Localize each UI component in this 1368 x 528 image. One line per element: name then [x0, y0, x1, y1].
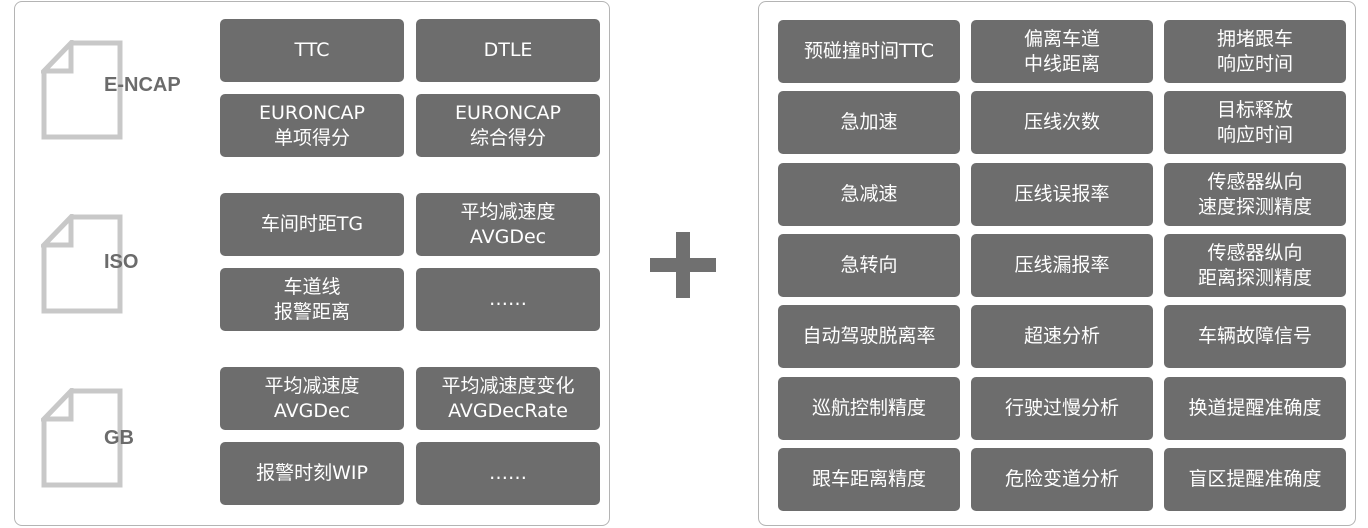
document-icon [41, 214, 123, 314]
custom-metric-box: 预碰撞时间TTC [778, 20, 960, 83]
metric-text-line: 响应时间 [1216, 52, 1293, 75]
metric-text-line: 车辆故障信号 [1197, 325, 1312, 347]
metric-text-line: 传感器纵向 [1207, 170, 1303, 193]
metric-text-line: AVGDecRate [448, 399, 568, 422]
metric-text-line: 盲区提醒准确度 [1188, 468, 1322, 490]
metric-text-line: AVGDec [469, 225, 547, 248]
custom-metric-box: 危险变道分析 [971, 448, 1153, 511]
metric-text-line: 压线误报率 [1014, 183, 1110, 205]
metric-text-line: EURONCAP [454, 101, 561, 124]
metric-text-line: 急转向 [840, 254, 898, 276]
custom-metric-box: 压线误报率 [971, 163, 1153, 226]
custom-metric-box: 传感器纵向速度探测精度 [1164, 163, 1346, 226]
standard-label: ISO [104, 251, 139, 273]
metric-text-line: 报警时刻WIP [256, 462, 368, 484]
custom-metric-box: 换道提醒准确度 [1164, 377, 1346, 440]
document-icon [41, 388, 123, 488]
custom-metric-box: 急加速 [778, 91, 960, 154]
standard-metric-box: …… [416, 442, 600, 505]
metric-text-line: EURONCAP [258, 101, 365, 124]
standard-metric-box: TTC [220, 19, 404, 82]
metric-text-line: 目标释放 [1216, 98, 1293, 121]
metric-text-line: 响应时间 [1216, 123, 1293, 146]
metric-text-line: 车间时距TG [260, 213, 364, 235]
custom-metric-box: 超速分析 [971, 305, 1153, 368]
metric-text-line: TTC [294, 39, 330, 61]
custom-metric-box: 盲区提醒准确度 [1164, 448, 1346, 511]
metric-text-line: 速度探测精度 [1197, 195, 1312, 218]
metric-text-line: …… [489, 462, 527, 484]
custom-metric-box: 急转向 [778, 234, 960, 297]
standard-label: GB [104, 427, 134, 449]
standard-metric-box: 车间时距TG [220, 193, 404, 256]
metric-text-line: 自动驾驶脱离率 [802, 325, 936, 347]
metric-text-line: 拥堵跟车 [1216, 27, 1293, 50]
custom-metric-box: 传感器纵向距离探测精度 [1164, 234, 1346, 297]
custom-metric-box: 急减速 [778, 163, 960, 226]
metric-text-line: 车道线 [283, 275, 341, 298]
metric-text-line: 超速分析 [1023, 325, 1100, 347]
metric-text-line: 行驶过慢分析 [1004, 397, 1119, 419]
custom-metric-box: 巡航控制精度 [778, 377, 960, 440]
custom-metric-box: 压线次数 [971, 91, 1153, 154]
metric-text-line: 预碰撞时间TTC [803, 40, 935, 62]
custom-metric-box: 偏离车道中线距离 [971, 20, 1153, 83]
custom-metric-box: 行驶过慢分析 [971, 377, 1153, 440]
metric-text-line: 传感器纵向 [1207, 241, 1303, 264]
standard-metric-box: 报警时刻WIP [220, 442, 404, 505]
metric-text-line: 平均减速度 [460, 200, 556, 223]
custom-metric-box: 目标释放响应时间 [1164, 91, 1346, 154]
metric-text-line: 综合得分 [469, 126, 546, 149]
custom-metric-box: 拥堵跟车响应时间 [1164, 20, 1346, 83]
metric-text-line: 换道提醒准确度 [1188, 397, 1322, 419]
custom-metric-box: 自动驾驶脱离率 [778, 305, 960, 368]
metric-text-line: 偏离车道 [1023, 27, 1100, 50]
metric-text-line: 距离探测精度 [1197, 266, 1312, 289]
document-icon [41, 40, 123, 140]
standard-metric-box: DTLE [416, 19, 600, 82]
metric-text-line: 压线漏报率 [1014, 254, 1110, 276]
metric-text-line: AVGDec [273, 399, 351, 422]
metric-text-line: 急减速 [840, 183, 898, 205]
metric-text-line: 报警距离 [273, 300, 350, 323]
custom-metric-box: 车辆故障信号 [1164, 305, 1346, 368]
metric-text-line: 巡航控制精度 [811, 397, 926, 419]
standard-metric-box: 车道线报警距离 [220, 268, 404, 331]
standard-metric-box: …… [416, 268, 600, 331]
custom-metric-box: 跟车距离精度 [778, 448, 960, 511]
custom-metric-box: 压线漏报率 [971, 234, 1153, 297]
plus-icon [650, 232, 716, 298]
metric-text-line: …… [489, 288, 527, 310]
metric-text-line: 单项得分 [273, 126, 350, 149]
metric-text-line: 跟车距离精度 [811, 468, 926, 490]
metric-text-line: 平均减速度 [264, 374, 360, 397]
metric-text-line: 危险变道分析 [1004, 468, 1119, 490]
standard-metrics-panel [14, 1, 610, 526]
metric-text-line: 急加速 [840, 111, 898, 133]
standard-label: E-NCAP [104, 74, 181, 96]
metric-text-line: 平均减速度变化 [441, 374, 575, 397]
metric-text-line: DTLE [483, 39, 533, 61]
metric-text-line: 中线距离 [1023, 52, 1100, 75]
metric-text-line: 压线次数 [1023, 111, 1100, 133]
